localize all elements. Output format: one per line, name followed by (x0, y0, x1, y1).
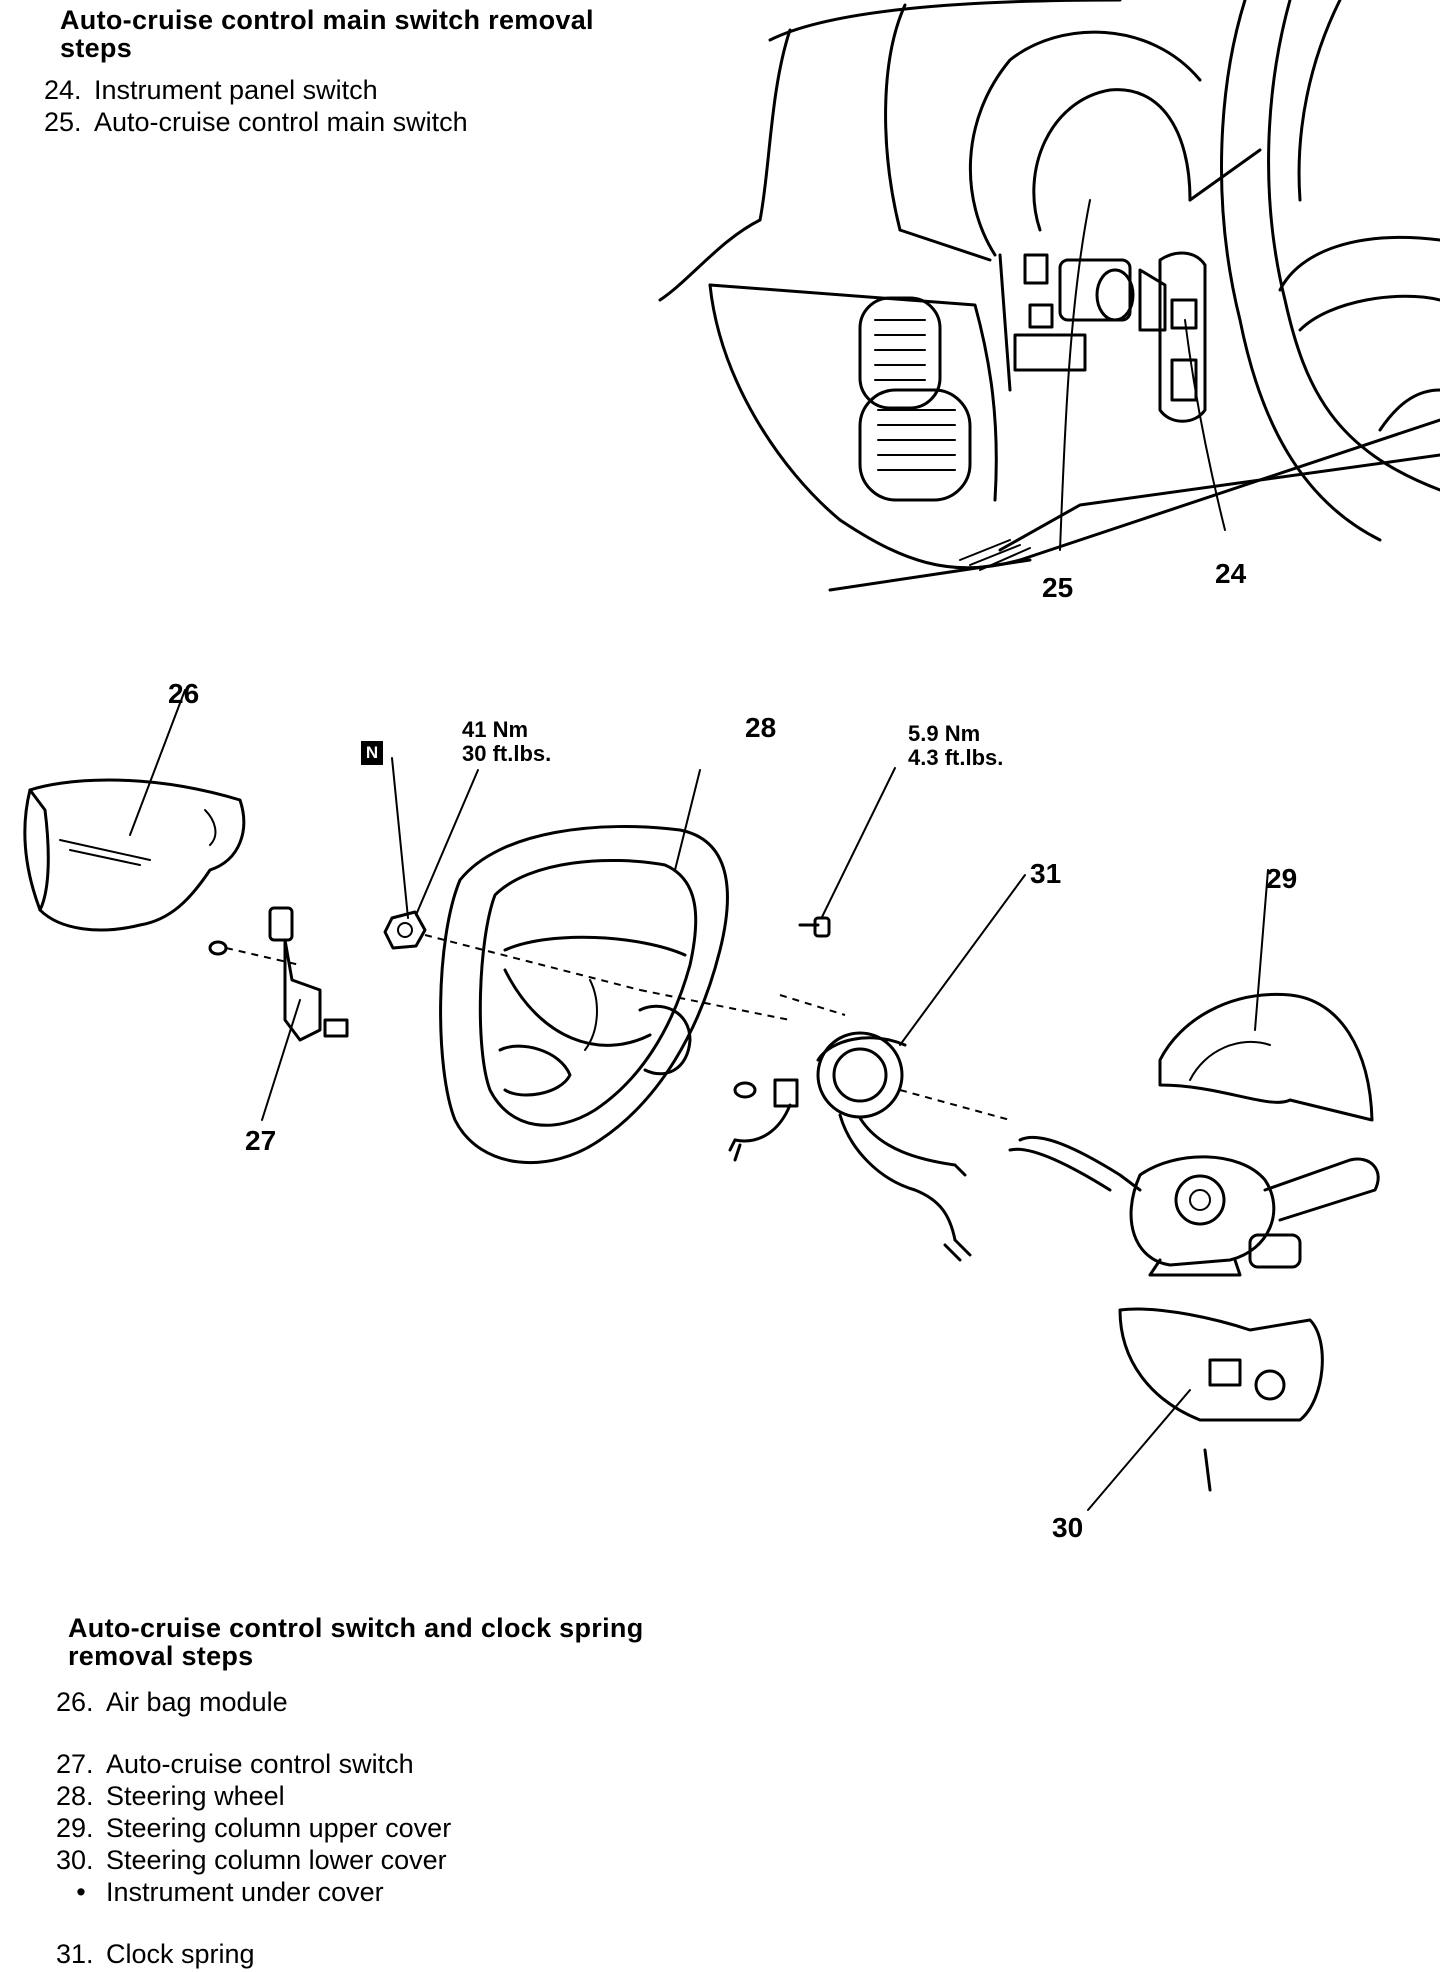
steering-wheel-nut-illustration (383, 757, 641, 991)
step-27: 27. Auto-cruise control switch (56, 1748, 451, 1780)
torque-nm: 5.9 Nm (908, 721, 981, 746)
upper-cover-illustration (1158, 869, 1374, 1122)
step-number: 27. (56, 1749, 94, 1779)
callout-26: 26 (168, 678, 200, 709)
step-label: Steering wheel (106, 1781, 285, 1811)
step-label: Steering column upper cover (106, 1813, 452, 1843)
column-switch-assembly-illustration (1008, 1135, 1380, 1277)
steering-wheel-illustration (439, 769, 791, 1165)
section1-heading-line1: Auto-cruise control main switch removal (60, 5, 594, 35)
torque-spec-nut: 41 Nm 30 ft.lbs. (462, 718, 551, 766)
step-26: 26. Air bag module (56, 1686, 451, 1718)
section2-heading: Auto-cruise control switch and clock spr… (68, 1614, 643, 1670)
step-number: 28. (56, 1781, 94, 1811)
step-29: 29. Steering column upper cover (56, 1812, 451, 1844)
air-bag-module-illustration (23, 689, 246, 932)
section1-steps: 24. Instrument panel switch 25. Auto-cru… (44, 74, 468, 138)
step-label: Clock spring (106, 1939, 255, 1969)
callout-31: 31 (1030, 858, 1062, 889)
callout-25: 25 (1042, 572, 1074, 603)
auto-cruise-switch-illustration (208, 906, 349, 1121)
step-number: 24. (44, 75, 82, 105)
step-number: 29. (56, 1813, 94, 1843)
torque-ftlbs: 30 ft.lbs. (462, 741, 552, 766)
torque-ftlbs: 4.3 ft.lbs. (908, 745, 1004, 770)
torque-nm: 41 Nm (462, 717, 529, 742)
step-number: 31. (56, 1939, 94, 1969)
callout-30: 30 (1052, 1512, 1084, 1543)
section2-steps: 26. Air bag module 27. Auto-cruise contr… (56, 1686, 451, 1970)
clock-spring-bolt-illustration (779, 767, 896, 1016)
section1-heading-line2: steps (60, 33, 133, 63)
step-25: 25. Auto-cruise control main switch (44, 106, 468, 138)
section2-heading-line2: removal steps (68, 1641, 254, 1671)
n-marking-badge: N (361, 741, 383, 765)
step-label: Auto-cruise control main switch (94, 107, 468, 137)
dashboard-illustration (658, 0, 1440, 592)
torque-spec-bolt: 5.9 Nm 4.3 ft.lbs. (908, 722, 1003, 770)
callout-27: 27 (245, 1125, 277, 1156)
section1-heading: Auto-cruise control main switch removal … (60, 6, 594, 62)
step-label: Instrument under cover (106, 1877, 384, 1907)
step-28: 28. Steering wheel (56, 1780, 451, 1812)
step-label: Instrument panel switch (94, 75, 378, 105)
step-label: Air bag module (106, 1687, 288, 1717)
step-24: 24. Instrument panel switch (44, 74, 468, 106)
clock-spring-illustration (728, 874, 1026, 1262)
step-31: 31. Clock spring (56, 1938, 451, 1970)
step-instrument-under-cover: • Instrument under cover (56, 1876, 451, 1908)
step-label: Auto-cruise control switch (106, 1749, 414, 1779)
step-number: 25. (44, 107, 82, 137)
step-30: 30. Steering column lower cover (56, 1844, 451, 1876)
step-label: Steering column lower cover (106, 1845, 447, 1875)
section2-heading-line1: Auto-cruise control switch and clock spr… (68, 1613, 644, 1643)
callout-24: 24 (1215, 558, 1247, 589)
bullet-icon: • (76, 1877, 86, 1907)
callout-29: 29 (1266, 863, 1298, 894)
step-number: 30. (56, 1845, 94, 1875)
callout-28: 28 (745, 712, 777, 743)
step-number: 26. (56, 1687, 94, 1717)
lower-cover-illustration (1087, 1307, 1324, 1511)
